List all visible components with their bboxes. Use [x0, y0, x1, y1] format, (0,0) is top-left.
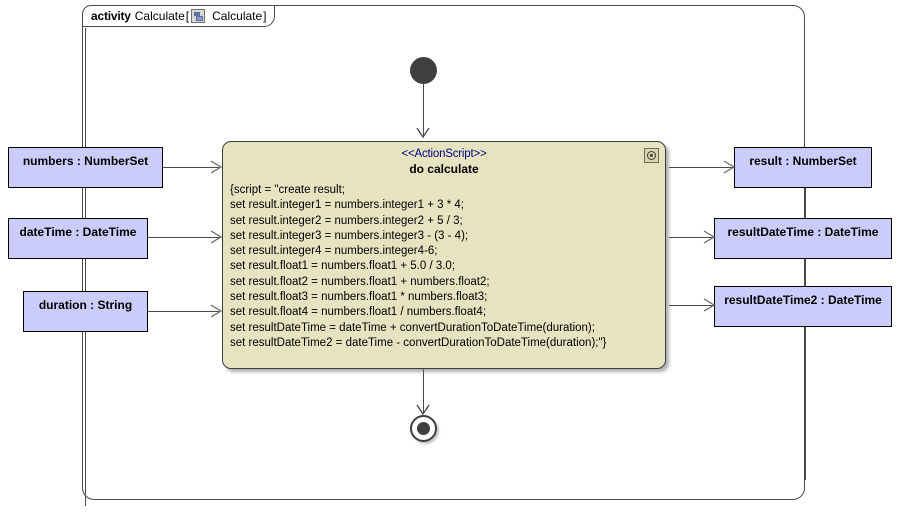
object-flow-datetime [148, 237, 219, 238]
action-stereotype: <<ActionScript>> [401, 148, 487, 160]
control-flow-action-to-final [423, 369, 424, 413]
object-node-resultdatetime[interactable]: resultDateTime : DateTime [714, 218, 892, 259]
script-line: set result.integer1 = numbers.integer1 +… [230, 199, 464, 212]
initial-node[interactable] [410, 57, 437, 84]
script-line: set result.float2 = numbers.float1 + num… [230, 275, 490, 288]
activity-diagram-icon [191, 9, 206, 23]
script-line: set result.float4 = numbers.float1 / num… [230, 306, 487, 319]
frame-bracket-open: [ [185, 9, 190, 23]
action-icon-ring [647, 151, 656, 160]
activity-final-node[interactable] [410, 415, 437, 442]
action-icon-dot [650, 154, 653, 157]
frame-bracket-close: ] [263, 9, 267, 23]
frame-diagram-name: Calculate [212, 9, 263, 23]
action-script-body: {script = "create result; set result.int… [230, 183, 665, 351]
object-node-label: numbers : NumberSet [22, 154, 149, 168]
control-flow-initial-to-action [423, 84, 424, 137]
object-flow-resultdatetime [669, 237, 713, 238]
object-node-duration[interactable]: duration : String [23, 291, 148, 332]
script-line: set result.integer3 = numbers.integer3 -… [230, 229, 469, 242]
object-flow-result [669, 167, 733, 168]
script-line: set result.integer2 = numbers.integer2 +… [230, 214, 463, 227]
object-node-label: resultDateTime : DateTime [727, 225, 879, 239]
object-node-result[interactable]: result : NumberSet [734, 147, 872, 188]
script-line: {script = "create result; [230, 184, 345, 196]
object-node-label: resultDateTime2 : DateTime [724, 293, 882, 307]
object-node-label: duration : String [38, 298, 133, 312]
script-line: set resultDateTime2 = dateTime - convert… [230, 336, 607, 349]
script-line: set resultDateTime = dateTime + convertD… [230, 321, 595, 334]
script-line: set result.float3 = numbers.float1 * num… [230, 291, 488, 304]
frame-left-edge-line [85, 28, 86, 506]
action-name: do calculate [409, 162, 479, 176]
object-flow-numbers [163, 167, 219, 168]
activity-frame-header[interactable]: activity Calculate [ Calculate ] [82, 5, 275, 27]
action-behavior-icon[interactable] [644, 148, 659, 163]
object-flow-resultdatetime2 [669, 305, 713, 306]
object-node-datetime[interactable]: dateTime : DateTime [8, 218, 148, 259]
script-line: set result.integer4 = numbers.integer4-6… [230, 245, 438, 258]
script-line: set result.float1 = numbers.float1 + 5.0… [230, 260, 456, 273]
action-node-do-calculate[interactable]: <<ActionScript>> do calculate {script = … [222, 141, 666, 369]
object-node-label: dateTime : DateTime [19, 225, 137, 239]
object-node-resultdatetime2[interactable]: resultDateTime2 : DateTime [714, 286, 892, 327]
frame-keyword: activity [91, 9, 131, 23]
object-node-numbers[interactable]: numbers : NumberSet [8, 147, 163, 188]
object-node-label: result : NumberSet [749, 154, 857, 168]
frame-name: Calculate [134, 9, 185, 23]
object-flow-duration [148, 311, 219, 312]
